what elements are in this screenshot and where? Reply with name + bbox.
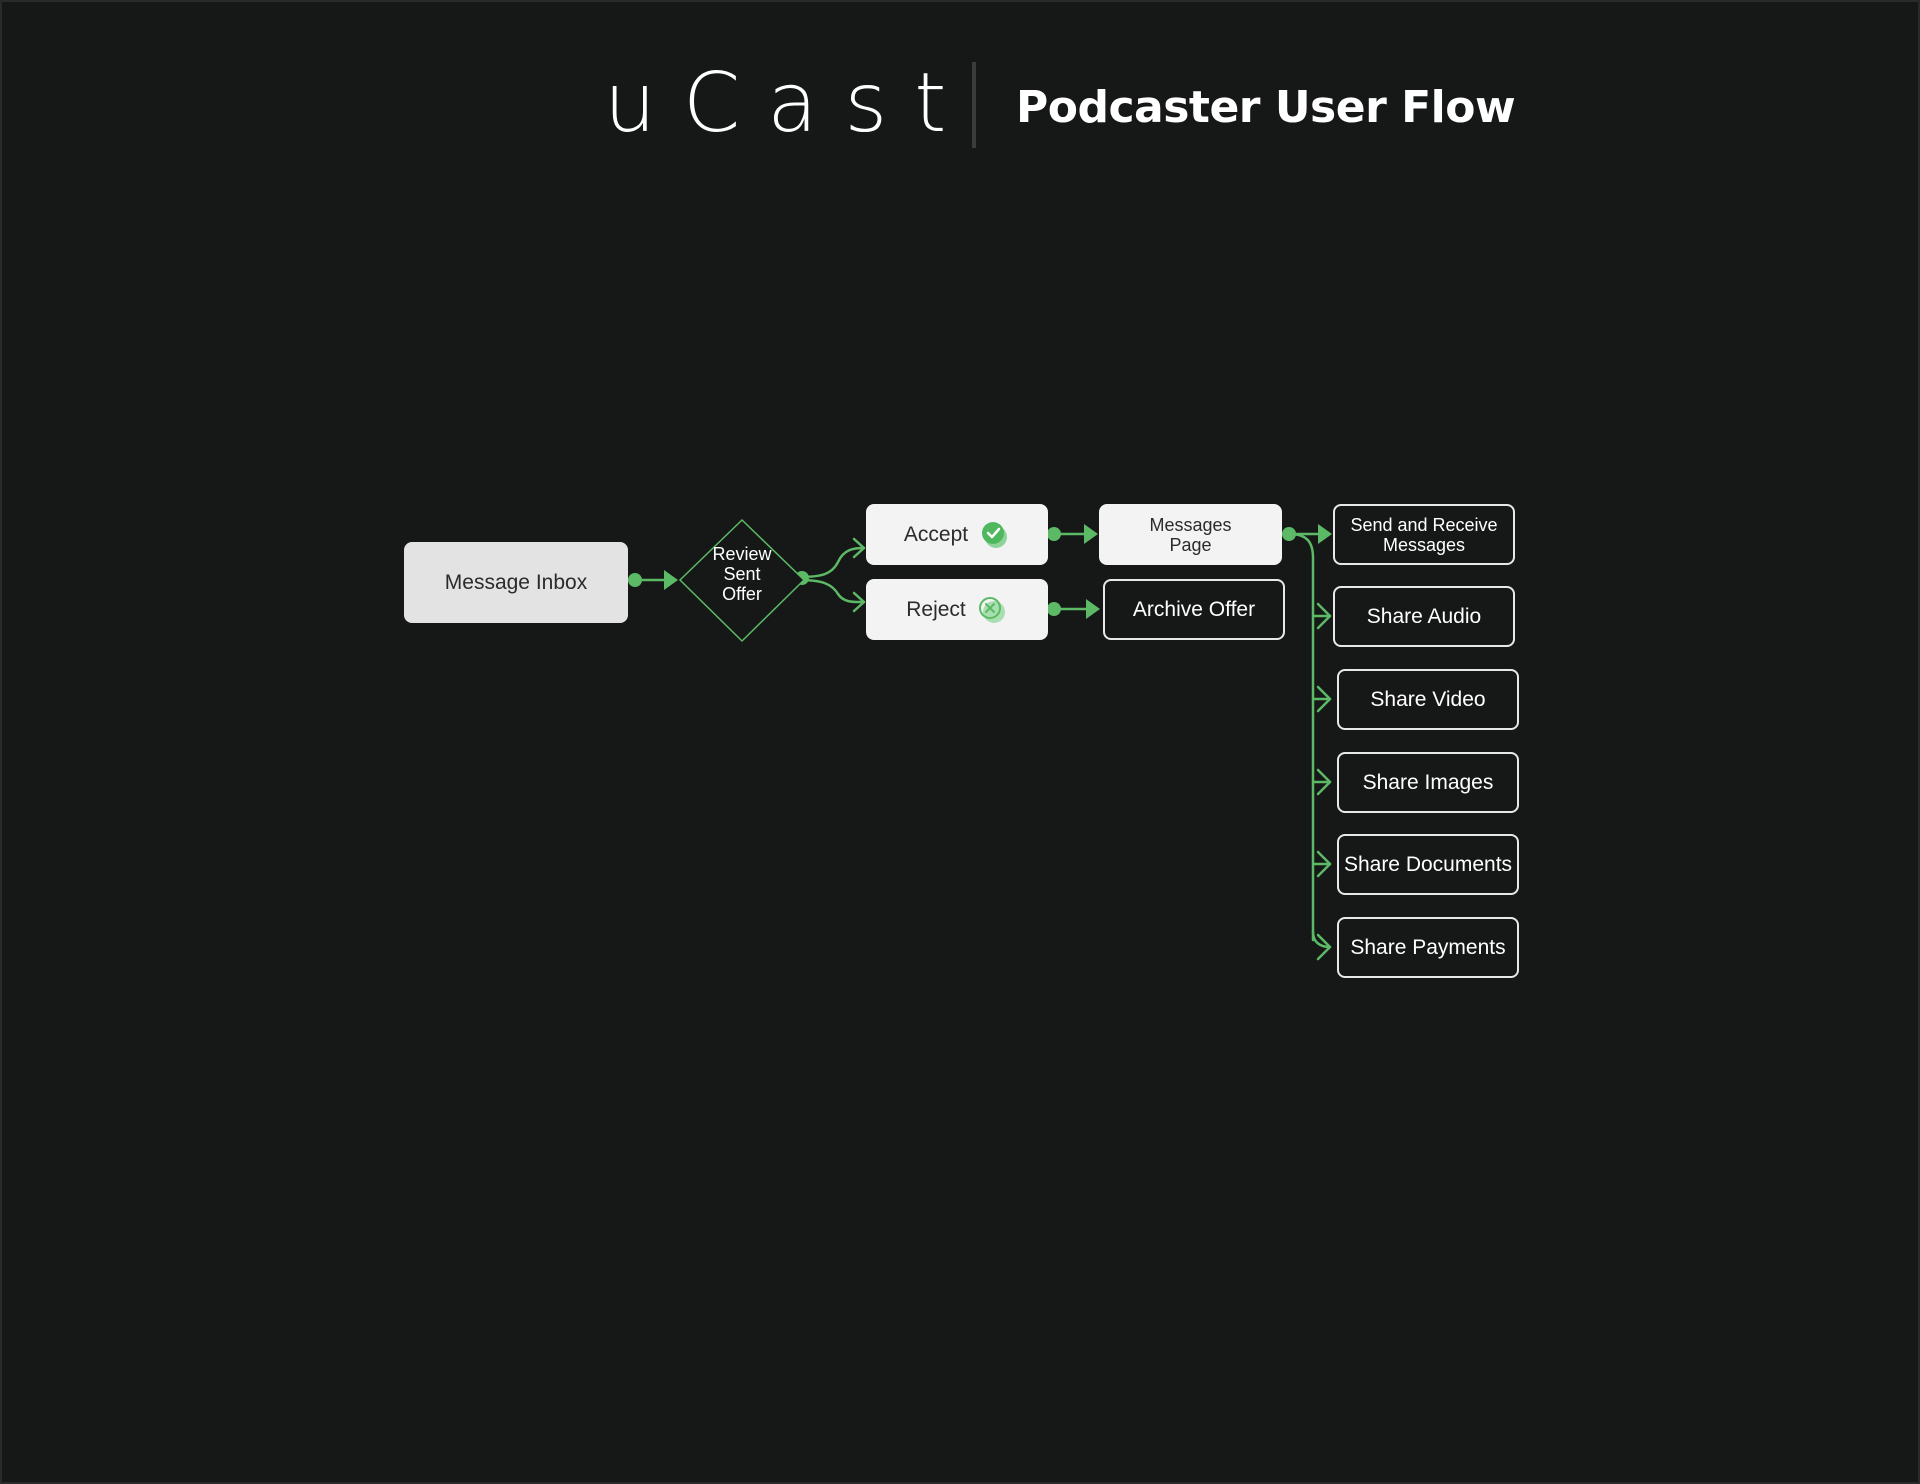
arrowhead-audio [1316,602,1332,630]
share-images-node[interactable]: Share Images [1337,752,1519,813]
review-decision-diamond [678,518,806,643]
send-receive-line-2: Messages [1382,534,1466,555]
connector-dot-accept [1047,527,1061,541]
message-inbox-node[interactable]: Message Inbox [404,542,628,623]
review-label-line-2: Sent [723,564,761,584]
share-documents-node[interactable]: Share Documents [1337,834,1519,895]
connector-review-accept [798,546,866,579]
check-circle-icon [982,521,1008,548]
accept-label: Accept [903,522,969,546]
review-label-line-3: Offer [722,584,762,604]
branch-payments [1311,930,1332,949]
message-inbox-label: Message Inbox [444,570,588,594]
arrowhead-send [1318,524,1332,544]
connector-dot-messages [1282,527,1296,541]
header: uCast Podcaster User Flow [2,2,1918,182]
share-video-node[interactable]: Share Video [1337,669,1519,730]
arrowhead-archive [1086,599,1100,619]
share-payments-label: Share Payments [1350,935,1506,959]
share-audio-label: Share Audio [1366,604,1482,628]
messages-page-line-1: Messages [1149,514,1232,535]
ucast-logo: uCast [604,56,974,151]
archive-offer-node[interactable]: Archive Offer [1103,579,1285,640]
share-images-label: Share Images [1362,770,1494,794]
arrowhead-reject [852,591,866,613]
page-title: Podcaster User Flow [1016,82,1516,133]
connector-dot-inbox [628,573,642,587]
arrowhead-images [1316,768,1332,796]
share-audio-node[interactable]: Share Audio [1333,586,1515,647]
header-divider [972,62,976,148]
arrowhead-payments [1316,933,1332,961]
arrowhead-accept [852,537,866,559]
arrowhead-video [1316,685,1332,713]
review-sent-offer-label: Review Sent Offer [682,544,802,604]
arrowhead-messages [1084,524,1098,544]
reject-node[interactable]: Reject [866,579,1048,640]
connector-dot-reject [1047,602,1061,616]
messages-page-node[interactable]: Messages Page [1099,504,1282,565]
reject-label: Reject [906,597,966,621]
share-video-label: Share Video [1370,687,1486,711]
connector-review-reject [798,578,866,604]
review-label-line-1: Review [712,544,772,564]
accept-node[interactable]: Accept [866,504,1048,565]
send-receive-node[interactable]: Send and Receive Messages [1333,504,1515,565]
x-circle-icon [978,596,1005,623]
connector-trunk [1287,532,1315,942]
archive-offer-label: Archive Offer [1132,597,1256,621]
share-documents-label: Share Documents [1343,852,1513,876]
messages-page-line-2: Page [1169,534,1212,555]
share-payments-node[interactable]: Share Payments [1337,917,1519,978]
arrowhead-documents [1316,850,1332,878]
arrowhead-review [664,570,678,590]
send-receive-line-1: Send and Receive [1350,514,1498,535]
